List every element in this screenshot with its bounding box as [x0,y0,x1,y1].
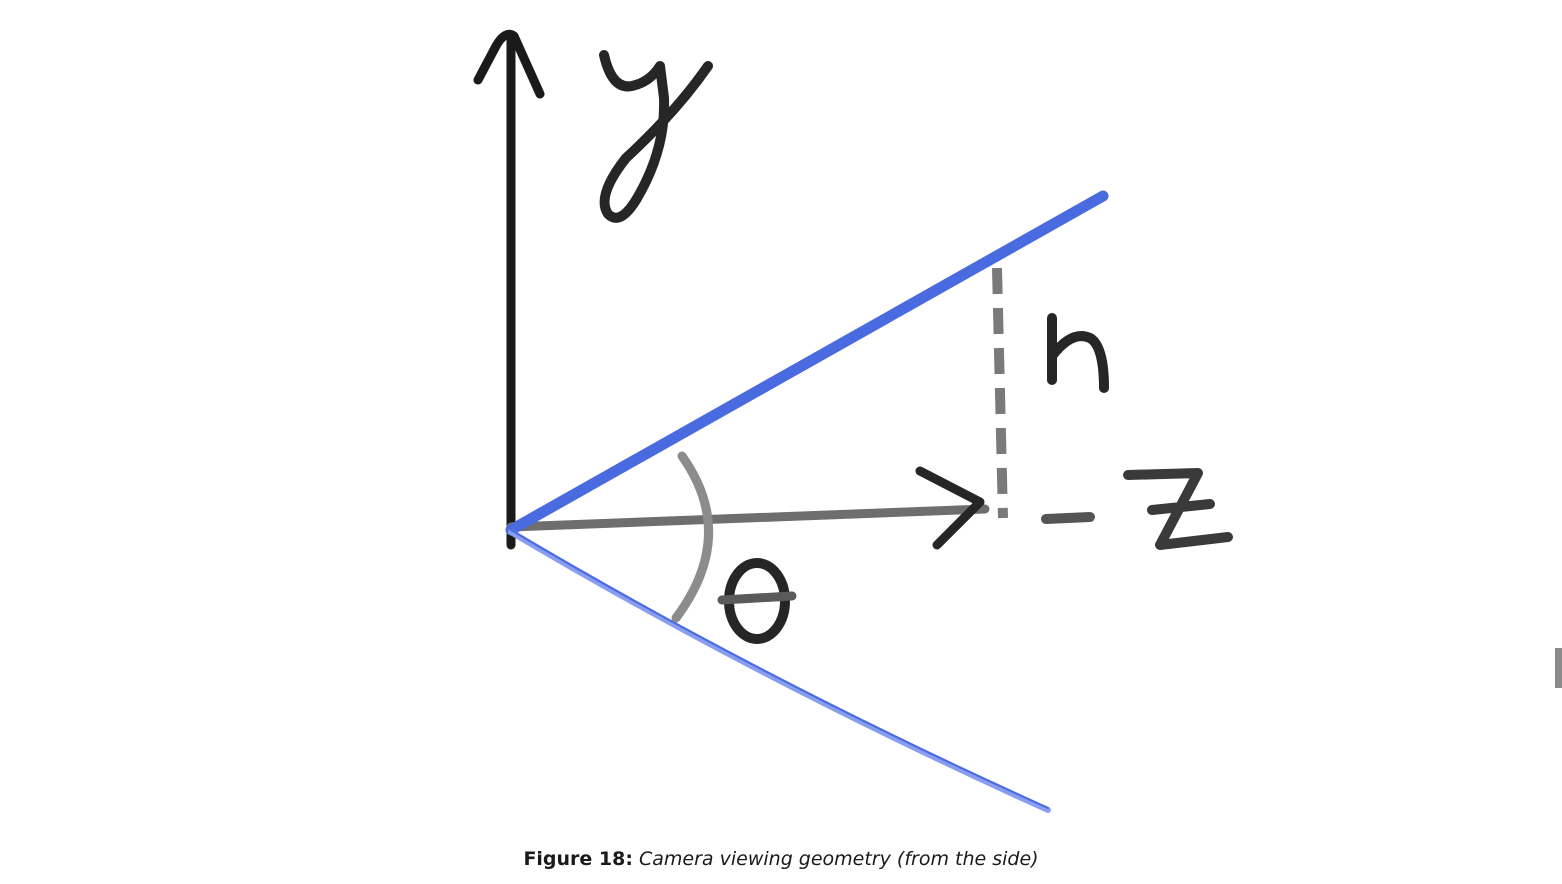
angle-arc [671,451,713,623]
lower-view-ray [508,529,1051,813]
neg-z-axis-arrowhead [915,466,985,550]
y-axis-arrowhead [473,29,545,99]
y-axis [473,29,545,550]
y-label-glyph [599,50,713,223]
neg-z-axis [506,466,990,550]
scrollbar-thumb[interactable] [1555,648,1562,688]
figure-caption-label: Figure 18: [523,848,633,870]
h-label-glyph [1047,313,1109,393]
neg-z-label-glyph [1041,468,1233,550]
neg-z-axis-line [506,504,990,532]
lower-view-ray-core [510,529,1049,809]
upper-view-ray [505,190,1109,536]
height-dashed-line [992,267,1008,519]
figure-caption: Figure 18: Camera viewing geometry (from… [0,848,1562,870]
figure-caption-text: Camera viewing geometry (from the side) [639,848,1039,870]
theta-label-glyph [717,558,797,644]
